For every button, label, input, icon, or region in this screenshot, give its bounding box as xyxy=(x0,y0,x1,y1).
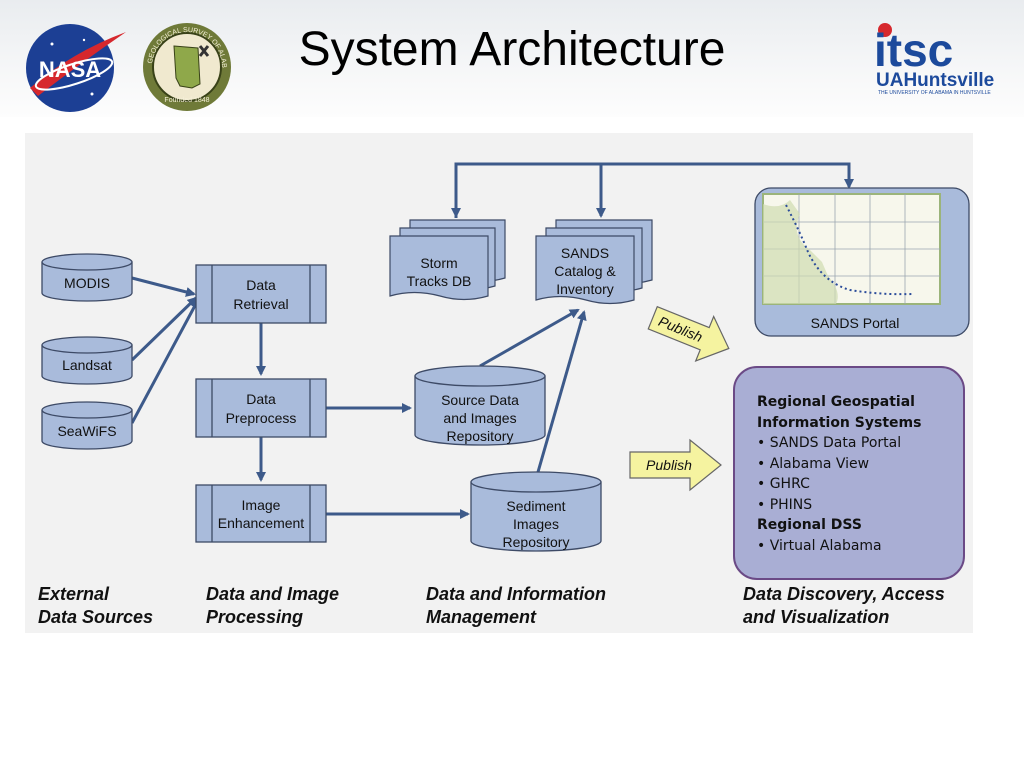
arrow-source-repo-catalog xyxy=(479,308,580,368)
sands-portal: SANDS Portal xyxy=(754,187,970,337)
page-title: System Architecture xyxy=(298,23,726,76)
rgis-heading-2: Information Systems xyxy=(757,414,922,431)
storm-line-2: Tracks DB xyxy=(407,273,472,289)
arrow-modis-retrieval xyxy=(131,276,196,297)
arrow-sediment-repo-catalog xyxy=(536,310,587,473)
seawifs-label: SeaWiFS xyxy=(57,423,116,439)
sediment-line-2: Images xyxy=(513,516,559,532)
cylinder-seawifs: SeaWiFS xyxy=(41,401,133,450)
rgis-item: • Virtual Alabama xyxy=(757,537,882,554)
retrieval-line-1: Data xyxy=(246,277,276,293)
col-external-line-1: External xyxy=(38,584,110,604)
col-discovery-line-1: Data Discovery, Access xyxy=(743,584,945,604)
nasa-logo: NASA xyxy=(26,24,126,112)
catalog-line-1: SANDS xyxy=(561,245,609,261)
portal-storm-track xyxy=(785,204,913,296)
gsa-seal: GEOLOGICAL SURVEY OF ALABAMA Founded 184… xyxy=(140,22,231,111)
retrieval-line-2: Retrieval xyxy=(233,296,288,312)
regional-geospatial-box: Regional Geospatial Information Systems … xyxy=(733,366,965,580)
portal-label: SANDS Portal xyxy=(811,315,900,331)
uah-tagline-text: THE UNIVERSITY OF ALABAMA IN HUNTSVILLE xyxy=(878,90,991,96)
storm-tracks-db: Storm Tracks DB xyxy=(389,219,506,301)
modis-label: MODIS xyxy=(64,275,110,291)
process-data-preprocess: Data Preprocess xyxy=(195,378,327,438)
cylinder-landsat: Landsat xyxy=(41,336,133,385)
preprocess-line-2: Preprocess xyxy=(226,410,297,426)
source-repo-line-3: Repository xyxy=(447,428,514,444)
arrow-seawifs-retrieval xyxy=(130,298,200,424)
sediment-line-3: Repository xyxy=(503,534,570,550)
process-data-retrieval: Data Retrieval xyxy=(195,264,327,324)
col-processing-line-2: Processing xyxy=(206,607,303,627)
uah-logo-text: UAHuntsville xyxy=(876,70,994,91)
publish-arrow-upper: Publish xyxy=(647,305,730,363)
source-repo-line-1: Source Data xyxy=(441,392,519,408)
sediment-line-1: Sediment xyxy=(506,498,565,514)
preprocess-line-1: Data xyxy=(246,391,276,407)
enhancement-line-2: Enhancement xyxy=(218,515,305,531)
cylinder-modis: MODIS xyxy=(41,253,133,302)
itsc-logo: itsc UAHuntsville THE UNIVERSITY OF ALAB… xyxy=(874,23,994,96)
source-data-repository: Source Data and Images Repository xyxy=(414,365,546,446)
catalog-line-3: Inventory xyxy=(556,281,614,297)
sands-catalog-inventory: SANDS Catalog & Inventory xyxy=(535,219,653,305)
rgis-item: • PHINS xyxy=(757,496,813,513)
source-repo-line-2: and Images xyxy=(443,410,516,426)
column-headings: External Data Sources Data and Image Pro… xyxy=(38,584,945,627)
process-image-enhancement: Image Enhancement xyxy=(195,484,327,543)
itsc-logo-text: itsc xyxy=(874,24,953,76)
landsat-label: Landsat xyxy=(62,357,112,373)
nasa-logo-text: NASA xyxy=(39,57,101,82)
enhancement-line-1: Image xyxy=(242,497,281,513)
col-external-line-2: Data Sources xyxy=(38,607,153,627)
gsa-founded-text: Founded 1848 xyxy=(164,97,209,104)
col-discovery-line-2: and Visualization xyxy=(743,607,889,627)
rgis-heading-3: Regional DSS xyxy=(757,517,862,533)
connector-arrows xyxy=(130,162,854,519)
col-processing-line-1: Data and Image xyxy=(206,584,339,604)
publish-lower-label: Publish xyxy=(646,457,692,473)
rgis-item: • Alabama View xyxy=(757,455,870,472)
catalog-line-2: Catalog & xyxy=(554,263,616,279)
col-management-line-2: Management xyxy=(426,607,537,627)
portal-map-land xyxy=(763,200,838,304)
rgis-heading-1: Regional Geospatial xyxy=(757,394,915,410)
arrow-landsat-retrieval xyxy=(130,296,198,362)
rgis-item: • SANDS Data Portal xyxy=(757,435,902,451)
storm-line-1: Storm xyxy=(420,255,457,271)
publish-arrow-lower: Publish xyxy=(629,438,722,492)
sediment-images-repository: Sediment Images Repository xyxy=(470,471,602,552)
rgis-item: • GHRC xyxy=(757,476,810,492)
col-management-line-1: Data and Information xyxy=(426,584,606,604)
